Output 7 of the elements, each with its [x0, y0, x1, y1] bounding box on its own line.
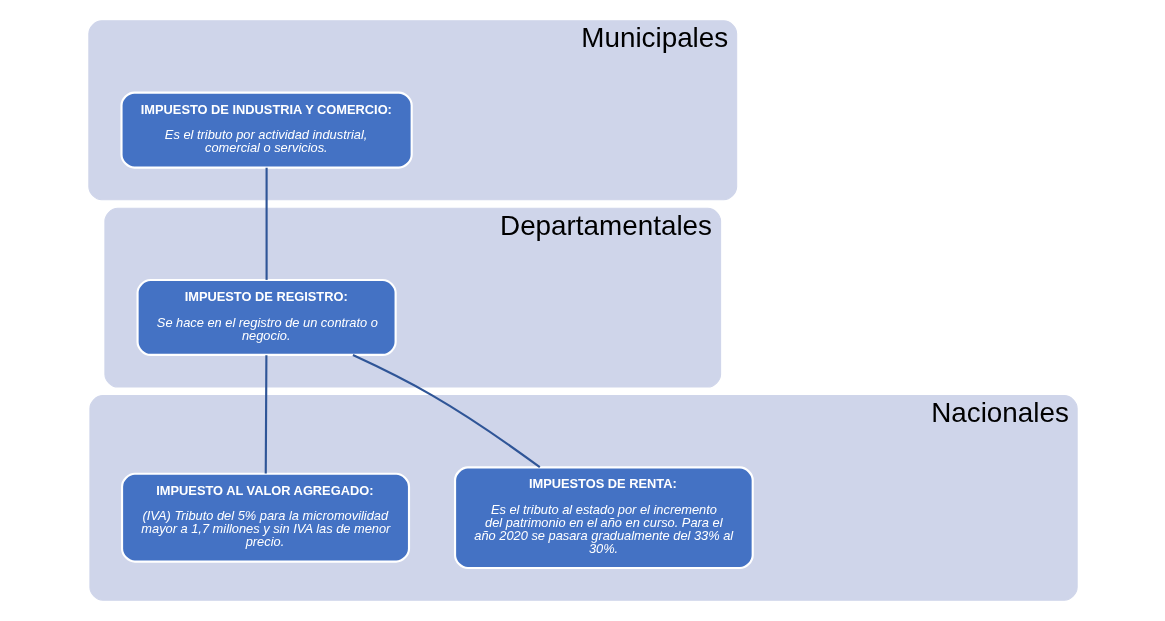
- node-box: IMPUESTO DE INDUSTRIA Y COMERCIO: Es el tributo por actividad industrial, comercial o servicios.: [119, 91, 413, 169]
- node-box: IMPUESTO AL VALOR AGREGADO: (IVA) Tributo del 5% para la micromovilidad mayor a 1,7 millones y sin IVA las de menor precio.: [120, 472, 410, 563]
- connector: [265, 167, 268, 280]
- connector: [264, 355, 267, 474]
- connector: [352, 354, 540, 469]
- node-box: IMPUESTOS DE RENTA: Es el tributo al estado por el incremento del patrimonio en el año en curso. Para el año 2020 se pasara gradualmente del 33% al 30%.: [453, 466, 754, 570]
- node-box: IMPUESTO DE REGISTRO: Se hace en el registro de un contrato o negocio.: [136, 278, 397, 356]
